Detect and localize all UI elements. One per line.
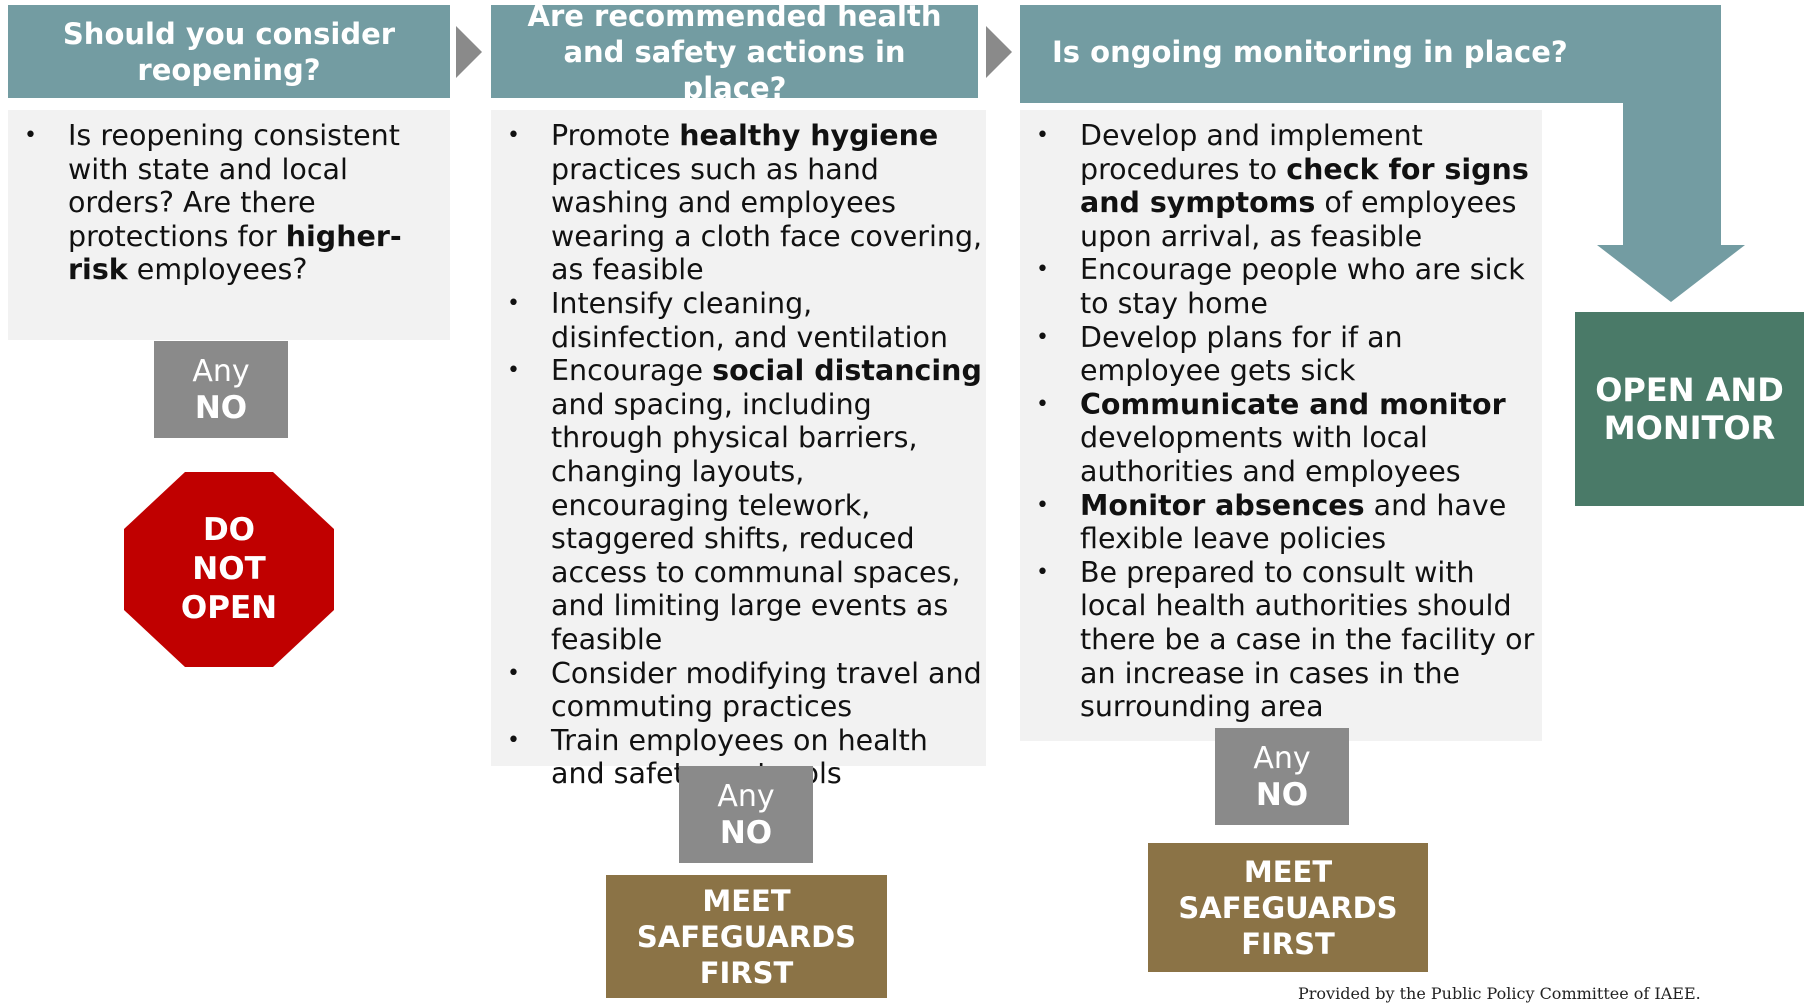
outcome-line: MEET [702,883,791,918]
column-2-meet-safeguards-box: MEET SAFEGUARDS FIRST [606,875,887,998]
bullet-bold-text: Communicate and monitor [1080,387,1506,421]
bullet-dot-icon: • [1036,324,1049,350]
bullet-dot-icon: • [507,358,520,384]
bullet-text: practices such as hand washing and emplo… [551,152,983,287]
chevron-right-icon [986,26,1012,78]
column-3-meet-safeguards-box: MEET SAFEGUARDS FIRST [1148,843,1428,972]
column-2-any-no-box: Any NO [679,766,813,863]
bullet-dot-icon: • [1036,123,1049,148]
bullet-text: of employees upon arrival, as feasible [1080,186,1517,253]
bullet-text: Is reopening consistent with state and l… [68,119,400,253]
bent-arrow-icon [1020,5,1745,302]
bullet-item: • Develop plans for if an employee gets s… [1020,321,1542,388]
bullet-text: and have flexible leave policies [1080,488,1507,556]
bullet-item: • Consider modifying travel and commuting… [491,657,986,724]
outcome-line: FIRST [1241,926,1335,961]
bullet-text: Intensify cleaning, disinfection, and ve… [551,286,948,354]
no-label: NO [194,389,248,426]
outcome-line: MEET [1243,854,1333,889]
do-not-open-label: DO NOT OPEN [124,472,334,667]
stop-sign-icon [124,472,334,667]
bullet-text: developments with local authorities and … [1080,421,1461,488]
column-2-bullet-list: • Promote healthy hygiene practices such … [491,119,986,791]
final-line: OPEN AND [1595,371,1784,409]
outcome-line: NOT [192,551,266,587]
bullet-dot-icon: • [24,123,37,148]
chevron-right-icon [456,26,482,78]
bullet-text: Consider modifying travel and commuting … [551,656,982,724]
bullet-item: • Monitor absences and have flexible leav… [1020,489,1542,556]
outcome-line: SAFEGUARDS [1178,890,1398,925]
bullet-text: Be prepared to consult with local health… [1080,555,1535,724]
footer-credit: Provided by the Public Policy Committee … [1298,984,1701,1003]
any-label: Any [717,778,775,814]
bullet-dot-icon: • [507,660,520,686]
final-line: MONITOR [1603,409,1776,447]
column-1-any-no-box: Any NO [154,341,288,438]
bullet-text: Promote [551,119,680,152]
bullet-dot-icon: • [507,123,520,148]
column-3-any-no-box: Any NO [1215,728,1349,825]
column-1-bullet-list: • Is reopening consistent with state and … [8,119,450,287]
bullet-item: • Develop and implement procedures to che… [1020,119,1542,253]
column-3-panel: • Develop and implement procedures to che… [1020,110,1542,741]
bullet-bold-text: higher-risk [68,219,402,287]
bullet-text: employees? [127,253,308,287]
bullet-bold-text: social distancing [712,354,982,388]
column-1-panel: • Is reopening consistent with state and … [8,110,450,340]
bullet-item: • Be prepared to consult with local healt… [1020,556,1542,724]
bullet-item: • Encourage people who are sick to stay h… [1020,253,1542,320]
open-and-monitor-box: OPEN AND MONITOR [1575,312,1804,506]
bullet-text: Encourage [551,354,713,388]
column-2-header: Are recommended health and safety action… [491,0,978,105]
any-label: Any [1253,740,1311,776]
column-1-header: Should you consider reopening? [8,5,450,98]
column-2-panel: • Promote healthy hygiene practices such … [491,110,986,790]
no-label: NO [719,814,773,851]
bullet-dot-icon: • [507,727,520,753]
bullet-text: Encourage people who are sick to stay ho… [1080,253,1525,320]
bullet-dot-icon: • [1036,559,1049,585]
bullet-bold-text: check for signs and symptoms [1080,152,1529,220]
outcome-line: OPEN [180,590,278,626]
bullet-bold-text: Monitor absences [1080,488,1365,522]
bullet-item: • Communicate and monitor developments wi… [1020,388,1542,489]
bullet-dot-icon: • [1036,492,1049,518]
outcome-line: DO [202,512,256,548]
bullet-text: Develop plans for if an employee gets si… [1080,320,1403,388]
bullet-dot-icon: • [1036,257,1049,283]
bullet-item: • Intensify cleaning, disinfection, and v… [491,287,986,354]
outcome-line: FIRST [699,955,794,990]
no-label: NO [1255,776,1309,813]
bullet-item: • Promote healthy hygiene practices such … [491,119,986,287]
any-label: Any [192,353,250,389]
outcome-line: SAFEGUARDS [636,919,857,954]
bullet-dot-icon: • [507,290,520,316]
bullet-text: and spacing, including through physical … [551,387,961,656]
column-3-bullet-list: • Develop and implement procedures to che… [1020,119,1542,724]
column-3-header: Is ongoing monitoring in place? [1052,34,1568,69]
bullet-text: Develop and implement procedures to [1080,119,1423,186]
bullet-item: • Encourage social distancing and spacing… [491,354,986,656]
bullet-item: • Is reopening consistent with state and … [8,119,450,287]
bullet-bold-text: healthy hygiene [679,119,939,152]
bullet-dot-icon: • [1036,391,1049,417]
